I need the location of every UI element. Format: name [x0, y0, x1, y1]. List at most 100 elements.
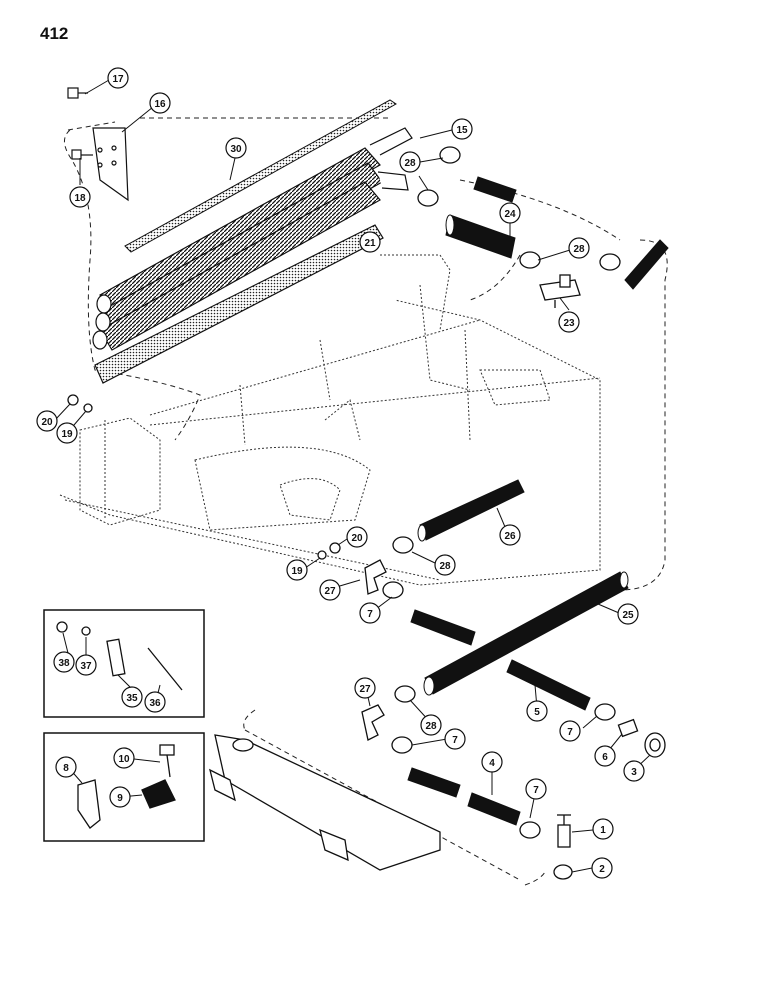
condenser-core	[92, 127, 413, 351]
callout: 20	[36, 410, 58, 432]
svg-text:17: 17	[112, 74, 124, 85]
callout: 16	[149, 92, 171, 114]
callout: 19	[286, 559, 308, 581]
drain-cock-1	[557, 814, 571, 848]
svg-text:9: 9	[117, 793, 123, 804]
svg-text:18: 18	[74, 193, 86, 204]
svg-text:19: 19	[61, 429, 73, 440]
callout: 28	[399, 151, 421, 173]
fitting-6	[617, 718, 639, 738]
clamp-9	[141, 779, 176, 809]
svg-text:8: 8	[63, 763, 69, 774]
hose-7-upper	[410, 609, 476, 646]
svg-text:25: 25	[622, 610, 634, 621]
callout: 26	[499, 524, 521, 546]
callout: 23	[558, 311, 580, 333]
nut-38	[56, 621, 68, 633]
callout: 9	[109, 786, 131, 808]
svg-text:3: 3	[631, 767, 637, 778]
fitting-3	[644, 732, 666, 758]
callout: 5	[526, 700, 548, 722]
svg-text:1: 1	[600, 825, 606, 836]
svg-text:7: 7	[533, 785, 539, 796]
callout: 27	[319, 579, 341, 601]
washer-37	[81, 626, 91, 636]
tractor-frame	[59, 254, 601, 586]
svg-text:26: 26	[504, 531, 516, 542]
callout: 17	[107, 67, 129, 89]
svg-text:4: 4	[489, 758, 495, 769]
callout: 28	[434, 554, 456, 576]
svg-text:27: 27	[359, 684, 371, 695]
callout: 37	[75, 654, 97, 676]
callout: 2	[591, 857, 613, 879]
callout: 7	[444, 728, 466, 750]
callout: 30	[225, 137, 247, 159]
callout: 25	[617, 603, 639, 625]
nut-20-lower	[329, 542, 341, 554]
svg-text:21: 21	[364, 238, 376, 249]
page-number: 412	[40, 24, 69, 43]
drain-plug-2	[553, 864, 573, 880]
svg-text:7: 7	[567, 727, 573, 738]
svg-text:15: 15	[456, 125, 468, 136]
elbow-27-upper	[364, 559, 387, 595]
clip-8	[77, 779, 101, 829]
callout: 3	[623, 760, 645, 782]
svg-text:10: 10	[118, 754, 130, 765]
bolt-36	[147, 647, 183, 691]
svg-text:19: 19	[291, 566, 303, 577]
valve-23	[539, 274, 581, 308]
svg-text:28: 28	[439, 561, 451, 572]
callout: 28	[420, 714, 442, 736]
washer-19-lower	[317, 550, 327, 560]
hose-lower-left	[407, 767, 461, 798]
svg-text:7: 7	[452, 735, 458, 746]
callout: 4	[481, 751, 503, 773]
callout: 7	[525, 778, 547, 800]
callout: 35	[121, 686, 143, 708]
callout: 21	[359, 231, 381, 253]
svg-text:2: 2	[599, 864, 605, 875]
svg-text:20: 20	[351, 533, 363, 544]
hose-clamps	[382, 146, 621, 839]
nut-20-upper	[67, 394, 79, 406]
bolt-17	[67, 87, 88, 99]
tube-assembly	[209, 734, 441, 871]
callout: 10	[113, 747, 135, 769]
svg-text:5: 5	[534, 707, 540, 718]
washer-19-upper	[83, 403, 93, 413]
callout: 24	[499, 202, 521, 224]
callout: 1	[592, 818, 614, 840]
svg-text:28: 28	[404, 158, 416, 169]
bolt-10	[159, 744, 175, 756]
kit-box-1	[43, 609, 205, 718]
screw-18	[71, 149, 93, 160]
callout: 27	[354, 677, 376, 699]
svg-text:36: 36	[149, 698, 161, 709]
callout: 7	[559, 720, 581, 742]
svg-text:28: 28	[573, 244, 585, 255]
hoses	[407, 176, 669, 826]
callout: 19	[56, 422, 78, 444]
hose-4	[467, 792, 521, 826]
seal-strip-30	[124, 99, 397, 253]
svg-text:38: 38	[58, 658, 70, 669]
callout: 20	[346, 526, 368, 548]
hose-right-short	[624, 239, 669, 290]
callout: 36	[144, 691, 166, 713]
callout: 8	[55, 756, 77, 778]
callout: 6	[594, 745, 616, 767]
svg-text:27: 27	[324, 586, 336, 597]
elbow-27-lower	[361, 704, 385, 741]
svg-text:28: 28	[425, 721, 437, 732]
hose-upper-short	[473, 176, 517, 203]
hose-5	[506, 659, 591, 711]
svg-text:35: 35	[126, 693, 138, 704]
svg-text:37: 37	[80, 661, 92, 672]
svg-text:6: 6	[602, 752, 608, 763]
svg-text:20: 20	[41, 417, 53, 428]
svg-text:23: 23	[563, 318, 575, 329]
foam-strip-21	[94, 224, 384, 384]
